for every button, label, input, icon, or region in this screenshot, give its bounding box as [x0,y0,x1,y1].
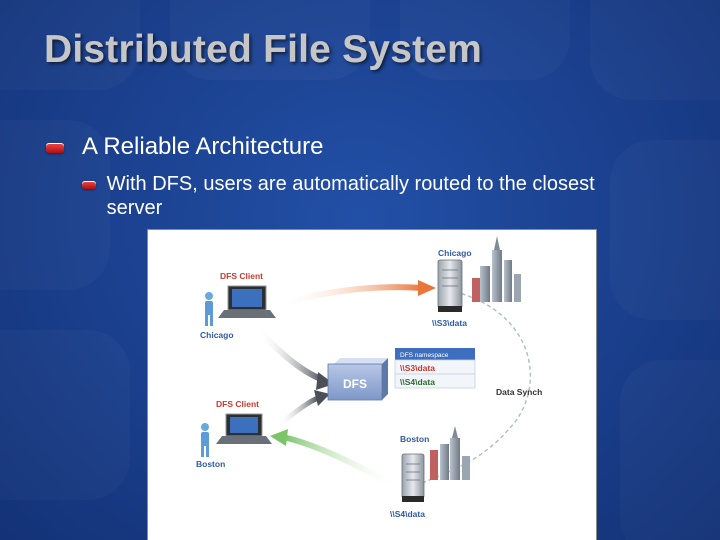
namespace-row-s3: \\S3\data [400,363,435,373]
chicago-skyline-icon [472,236,521,302]
boston-city-label: Boston [400,434,429,444]
gray-route-arrow [255,327,325,383]
dfs-box-label: DFS [343,377,367,391]
bullet-level1: A Reliable Architecture [46,132,323,162]
laptop-icon [216,413,272,444]
person-icon [205,292,213,326]
dfs-box [327,358,388,401]
chicago-server-icon [437,259,463,312]
slide-title: Distributed File System [44,28,483,71]
boston-client-label: Boston [196,459,225,469]
dfs-diagram: Chicago \\S3\data DFS Client Chicago DFS [148,230,596,540]
red-bullet-icon [82,181,96,189]
green-route-arrow [282,434,400,491]
chicago-city-label: Chicago [438,248,472,258]
laptop-icon [218,285,276,318]
bullet-level2: With DFS, users are automatically routed… [82,172,642,220]
gray-arrowhead-lower [314,390,330,406]
gray-route-arrow-lower [276,395,319,427]
bullet-level1-text: A Reliable Architecture [82,133,324,160]
namespace-header: DFS namespace [400,352,449,359]
namespace-table [394,348,476,389]
data-synch-label: Data Synch [496,387,542,397]
chicago-share-label: \\S3\data [432,318,467,328]
green-arrowhead [270,429,288,446]
red-bullet-icon [46,143,64,153]
orange-arrowhead [418,280,436,296]
chicago-client-label: Chicago [200,330,234,340]
person-icon [201,423,209,457]
boston-server-icon [401,453,425,502]
dfs-client-bottom-label: DFS Client [216,399,259,409]
boston-share-label: \\S4\data [390,509,425,519]
boston-skyline-icon [430,426,470,480]
bullet-level2-text: With DFS, users are automatically routed… [106,173,595,219]
namespace-row-s4: \\S4\data [400,377,435,387]
orange-route-arrow [277,284,424,308]
dfs-client-top-label: DFS Client [220,271,263,281]
